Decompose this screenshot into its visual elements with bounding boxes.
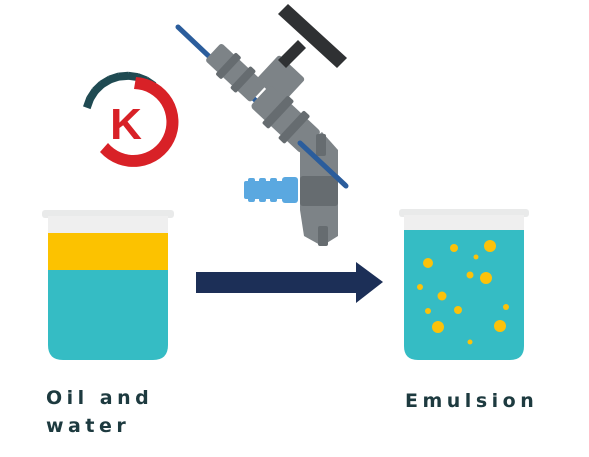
label-oil-and-water: Oil and water: [46, 384, 153, 440]
oil-droplet: [484, 240, 496, 252]
oil-layer: [48, 233, 168, 271]
label-oil-and-water-line1: Oil and: [46, 387, 154, 409]
label-oil-and-water-line2: water: [46, 415, 131, 437]
emulsion-liquid: [404, 230, 524, 360]
oil-droplet: [454, 306, 462, 314]
logo-ring-segment: [108, 72, 121, 84]
valve-body: [251, 86, 320, 153]
right-arrow-icon: [196, 262, 383, 303]
logo-ring-segment: [118, 71, 129, 81]
valve-handle: [278, 4, 347, 68]
oil-droplet: [467, 339, 473, 345]
oil-droplet: [503, 304, 509, 310]
oil-droplet: [450, 244, 458, 252]
oil-droplet: [437, 291, 447, 301]
valve-stem-front: [297, 140, 349, 189]
water-layer: [48, 270, 168, 360]
arrow-shaft: [196, 272, 358, 293]
oil-droplet: [417, 284, 423, 290]
oil-droplet: [473, 254, 479, 260]
logo-ring-segment: [83, 96, 94, 110]
logo-ring-segment: [127, 71, 139, 82]
valve-lower-block: [300, 132, 338, 246]
oil-droplet: [432, 321, 444, 333]
arrow-head: [356, 262, 383, 303]
logo-ring-segment: [99, 75, 113, 88]
beaker-oil-water: [42, 210, 174, 360]
oil-droplet: [423, 258, 433, 268]
emulsion-bubbles: [417, 240, 509, 345]
oil-droplet: [480, 272, 492, 284]
logo-letter: K: [110, 100, 142, 149]
label-emulsion: Emulsion: [405, 390, 539, 412]
logo-red-arc: [100, 77, 179, 167]
valve-upper-fitting: [206, 44, 266, 102]
beaker-emulsion: [399, 209, 529, 360]
oil-droplet: [425, 308, 431, 314]
hose-barb: [244, 177, 298, 203]
oil-droplet: [466, 271, 474, 279]
needle-valve-icon: [175, 4, 349, 246]
k-logo-icon: K: [83, 71, 179, 167]
oil-droplet: [494, 320, 506, 332]
